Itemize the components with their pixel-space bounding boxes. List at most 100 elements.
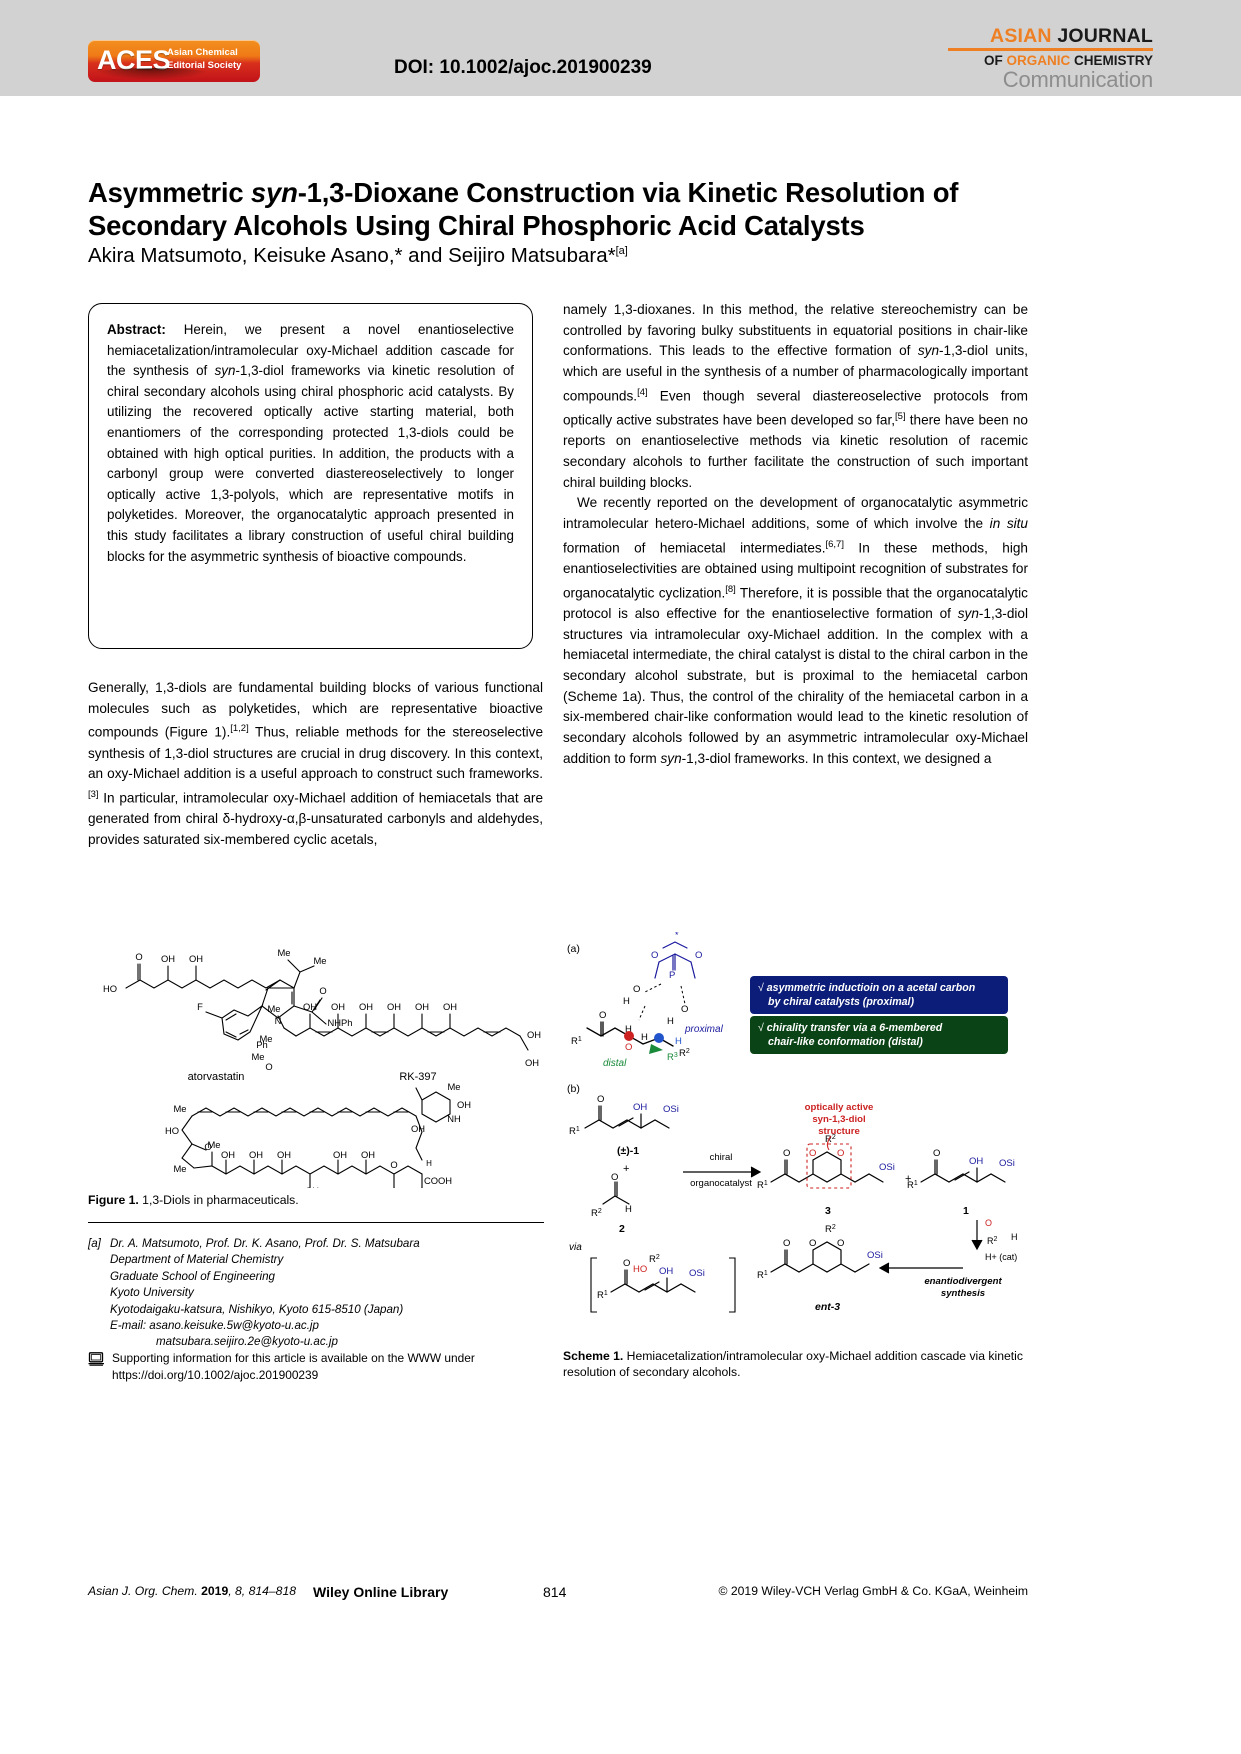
scheme-1-caption: Scheme 1. Hemiacetalization/intramolecul… [563, 1348, 1033, 1380]
abstract-part1: Herein, we present a novel enantioselect… [107, 322, 514, 379]
callout-green-line1: chirality transfer via a 6-membered [766, 1022, 943, 1034]
scheme-a-label-h-2: H [625, 1024, 632, 1035]
scheme-a-atom-blue [654, 1033, 664, 1043]
scheme-a-label-o-red: O [625, 1042, 632, 1053]
scheme-b-via-ho: HO [633, 1264, 647, 1275]
doi-label: DOI: 10.1002/ajoc.201900239 [394, 57, 652, 78]
rp2-c: In these methods, high enantioselectivit… [563, 540, 1028, 601]
fig1-rk-label-o: O [265, 1061, 272, 1072]
lp1-b: Thus, reliable methods for the stereosel… [88, 724, 544, 782]
title-part-italic: syn [250, 177, 298, 209]
fig1-rk-label-me-1: Me [267, 1003, 280, 1014]
supporting-info-url[interactable]: https://doi.org/10.1002/ajoc.201900239 [112, 1367, 319, 1382]
right-paragraph-2: We recently reported on the development … [563, 493, 1028, 769]
scheme-a-label-distal: distal [603, 1058, 627, 1069]
footnote-divider [88, 1222, 544, 1224]
aces-logo-swoosh [92, 68, 212, 80]
abstract-italic-syn: syn [214, 363, 236, 379]
footer-copyright: © 2019 Wiley-VCH Verlag GmbH & Co. KGaA,… [718, 1584, 1029, 1598]
scheme-b-label-h-cho: H [1011, 1232, 1018, 1242]
scheme-b-label-o-4: O [933, 1148, 940, 1159]
fig1-label-oh-2: OH [189, 953, 203, 964]
scheme-b-label-via: via [569, 1242, 582, 1253]
rp1-c: Even though several diastereoselective p… [563, 388, 1028, 428]
affiliation-email-1[interactable]: E-mail: asano.keisuke.5w@kyoto-u.ac.jp [110, 1319, 319, 1333]
journal-word-asian: ASIAN [990, 25, 1052, 47]
journal-logo: ASIAN JOURNAL OF ORGANIC CHEMISTRY Commu… [948, 26, 1153, 92]
fig1-amp-ho: HO [165, 1125, 179, 1136]
scheme-a-label-r2: R2 [679, 1048, 690, 1059]
rp1-b: -1,3-diol units, which are useful in the… [563, 343, 1028, 404]
fig1-amp-oh-1: OH [221, 1149, 235, 1160]
abstract-box: Abstract: Herein, we present a novel ena… [88, 303, 533, 649]
scheme-b-via-r2: R2 [649, 1254, 660, 1265]
article-type-label: Communication [1002, 67, 1153, 92]
affiliation-line-3: Graduate School of Engineering [110, 1269, 276, 1283]
scheme-b-label-synthesis: synthesis [941, 1288, 985, 1299]
journal-subtitle-line: OF ORGANIC CHEMISTRY [948, 53, 1153, 68]
rp2-a: We recently reported on the development … [563, 495, 1028, 532]
fig1-label-me-2: Me [313, 955, 326, 966]
lp1-ref-2: [3] [88, 789, 99, 801]
affiliation-line-1: Dr. A. Matsumoto, Prof. Dr. K. Asano, Pr… [110, 1237, 420, 1250]
page-footer: Asian J. Org. Chem. 2019, 8, 814–818 Wil… [88, 1584, 1028, 1606]
fig1-amp-me-3: Me [173, 1163, 186, 1174]
callout-green-chirality-transfer: √ chirality transfer via a 6-membered ch… [750, 1016, 1008, 1054]
footer-journal-rest: , 8, 814–818 [228, 1584, 297, 1598]
scheme-b-label-enantiodivergent: enantiodivergent [924, 1276, 1002, 1287]
scheme-1-caption-label: Scheme 1. [563, 1349, 624, 1363]
scheme-a-label-h-4: H [667, 1016, 674, 1027]
scheme-b-label-1: 1 [963, 1205, 969, 1217]
fig1-amp-me-4: Me [447, 1081, 460, 1092]
scheme-b-label-o-1: O [597, 1094, 604, 1105]
fig1-rk-label-oh-3: OH [359, 1001, 373, 1012]
callout-blue-check-icon: √ [758, 982, 764, 994]
affiliation-email-2[interactable]: matsubara.seijiro.2e@kyoto-u.ac.jp [156, 1335, 338, 1349]
abstract-part2: -1,3-diol frameworks via kinetic resolut… [107, 363, 514, 564]
right-paragraph-1: namely 1,3-dioxanes. In this method, the… [563, 300, 1028, 493]
scheme-b-label-2: 2 [619, 1223, 625, 1235]
journal-logo-rule [948, 48, 1153, 51]
scheme-a-label-h-blue: H [675, 1036, 682, 1047]
scheme-a-label-o-1: O [651, 950, 658, 961]
rp2-i1: in situ [989, 516, 1028, 532]
footer-journal-year: 2019 [201, 1584, 229, 1598]
fig1-rk-label-oh-5: OH [415, 1001, 429, 1012]
author-list: Akira Matsumoto, Keisuke Asano,* and Sei… [88, 238, 1028, 269]
lp1-ref-1: [1,2] [230, 723, 249, 735]
scheme-b-ent-osi: OSi [867, 1250, 883, 1261]
fig1-amp-oh-2: OH [249, 1149, 263, 1160]
fig1-name-atorvastatin: atorvastatin [188, 1071, 245, 1083]
scheme-b-label-oh-2: OH [969, 1156, 983, 1167]
supporting-info-text: Supporting information for this article … [112, 1350, 544, 1383]
fig1-rk-label-meo: Me [251, 1051, 264, 1062]
fig1-label-me-1: Me [277, 947, 290, 958]
rp1-ref-2: [5] [895, 411, 906, 423]
title-part-b: -1,3-Dioxane Construction via Kinetic Re… [297, 177, 959, 209]
scheme-a-label-star: * [675, 932, 679, 940]
affiliation-row: [a] Dr. A. Matsumoto, Prof. Dr. K. Asano… [88, 1236, 544, 1351]
scheme-a-label-o-5: O [599, 1010, 606, 1021]
affiliation-mark: [a] [88, 1237, 101, 1250]
scheme-b-via-o: O [623, 1258, 630, 1269]
fig1-label-o-2: O [319, 985, 326, 996]
affiliation-line-5: Kyotodaigaku-katsura, Nishikyo, Kyoto 61… [110, 1302, 404, 1316]
footer-page-number: 814 [543, 1584, 567, 1600]
computer-icon [88, 1350, 112, 1383]
scheme-part-a-label: (a) [567, 943, 580, 955]
footer-wiley-online-library[interactable]: Wiley Online Library [313, 1584, 449, 1600]
scheme-b-label-r2-2: R2 [825, 1134, 836, 1145]
scheme-a-label-r3: R3 [667, 1052, 678, 1063]
scheme-b-label-osi-3: OSi [999, 1158, 1015, 1169]
scheme-b-oa-line3: structure [818, 1126, 860, 1137]
scheme-b-ent-o-2: O [809, 1238, 816, 1249]
scheme-part-b-label: (b) [567, 1083, 580, 1095]
rp2-ref-1: [6,7] [825, 538, 844, 550]
fig1-label-n: N [275, 1015, 282, 1026]
fig1-amp-oh-6: OH [361, 1149, 375, 1160]
scheme-b-label-r1-1: R1 [569, 1126, 580, 1137]
aces-logo: ACES Asian Chemical Editorial Society [88, 40, 260, 82]
scheme-b-via-oh: OH [659, 1266, 673, 1277]
lp1-c: In particular, intramolecular oxy-Michae… [88, 790, 543, 847]
scheme-b-label-h-ald: H [625, 1204, 632, 1215]
